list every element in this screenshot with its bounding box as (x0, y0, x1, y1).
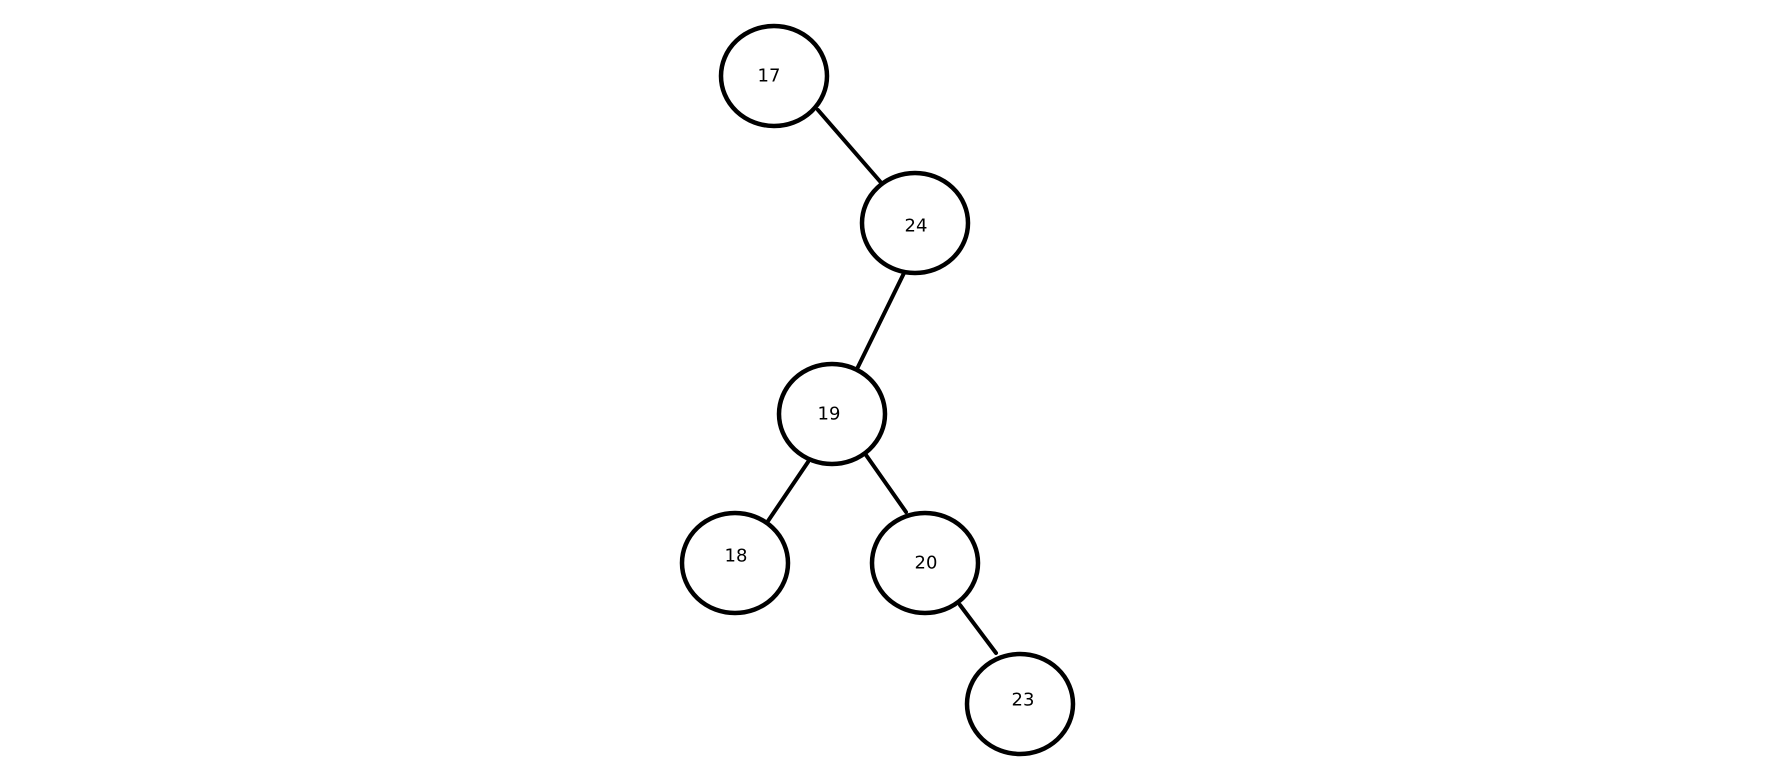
node-label-19: 19 (818, 404, 841, 425)
tree-node-18 (679, 510, 791, 616)
node-label-17: 17 (758, 66, 781, 87)
edge-17-24 (816, 108, 886, 188)
tree-node-17 (718, 23, 830, 129)
node-label-20: 20 (915, 553, 938, 574)
tree-node-23 (964, 651, 1076, 757)
tree-node-19 (776, 361, 888, 467)
edge-19-18 (764, 460, 810, 526)
edge-19-20 (864, 453, 908, 514)
node-label-23: 23 (1012, 690, 1035, 711)
node-label-18: 18 (725, 546, 748, 567)
tree-node-20 (869, 510, 981, 616)
edge-20-23 (958, 603, 998, 655)
node-label-24: 24 (905, 216, 928, 237)
edge-24-19 (854, 269, 907, 373)
tree-node-24 (859, 170, 971, 276)
